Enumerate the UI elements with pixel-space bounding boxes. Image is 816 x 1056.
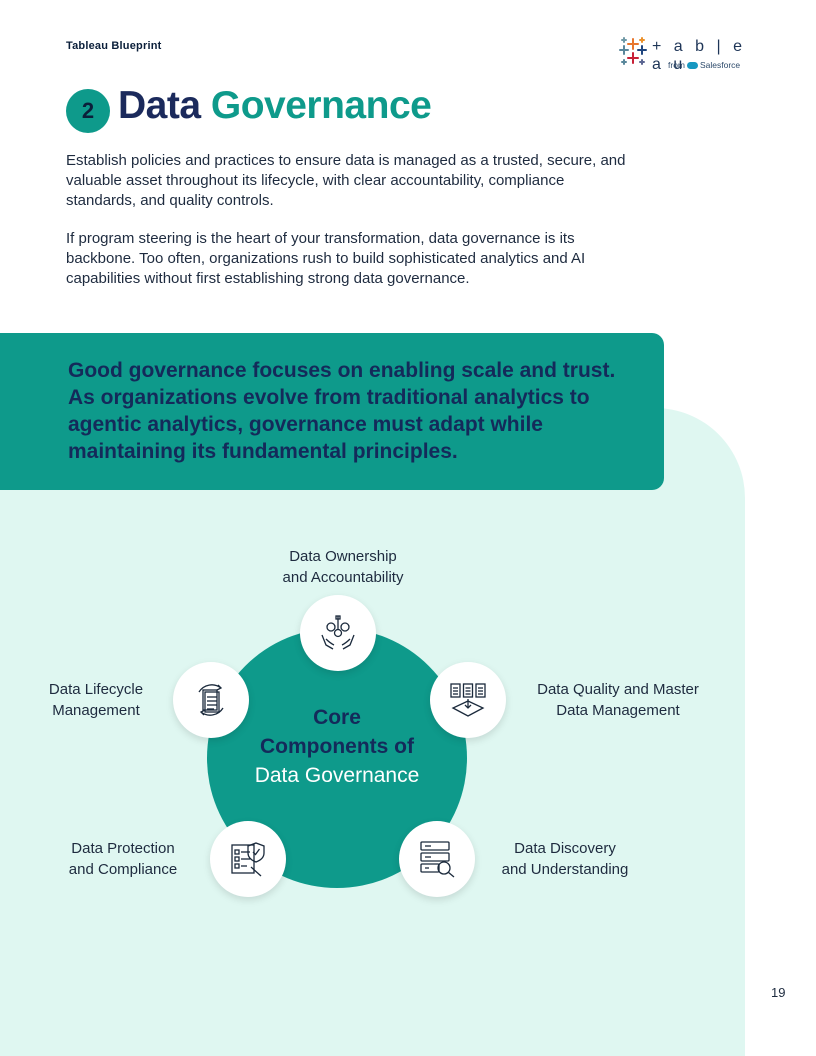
page-title: Data Governance [118, 84, 432, 128]
document-cycle-icon [198, 684, 224, 716]
title-part2: Governance [210, 84, 432, 127]
section-number-badge: 2 [66, 89, 110, 133]
label-data-discovery: Data Discovery and Understanding [480, 838, 650, 880]
logo-partner-text: Salesforce [700, 60, 741, 70]
label-data-ownership-line1: Data Ownership [289, 548, 397, 565]
logo-from: from Salesforce [668, 60, 740, 70]
label-data-lifecycle-line1: Data Lifecycle [48, 681, 144, 698]
label-data-protection-line2: and Compliance [68, 861, 178, 878]
core-title-line1: Core [313, 706, 361, 729]
node-data-quality [430, 662, 506, 738]
callout-banner: Good governance focuses on enabling scal… [0, 333, 664, 490]
salesforce-cloud-icon [687, 62, 698, 69]
title-part1: Data [118, 84, 201, 127]
label-data-lifecycle-line2: Management [52, 702, 140, 719]
server-search-icon [420, 841, 455, 878]
brand-label: Tableau Blueprint [66, 40, 162, 52]
label-data-ownership: Data Ownership and Accountability [243, 546, 443, 588]
node-data-lifecycle [173, 662, 249, 738]
label-data-ownership-line2: and Accountability [282, 569, 404, 586]
callout-text: Good governance focuses on enabling scal… [68, 359, 616, 463]
tableau-cross-icon [619, 37, 647, 65]
checklist-shield-icon [231, 842, 265, 877]
node-data-discovery [399, 821, 475, 897]
core-title-line3: Data Governance [254, 764, 420, 787]
label-data-discovery-line2: and Understanding [501, 861, 629, 878]
label-data-protection: Data Protection and Compliance [48, 838, 198, 880]
intro-paragraph-2: If program steering is the heart of your… [66, 230, 586, 287]
node-data-protection [210, 821, 286, 897]
label-data-quality-line1: Data Quality and Master [537, 681, 699, 698]
logo-wordmark: + a b | e a u [652, 38, 746, 73]
label-data-protection-line1: Data Protection [71, 840, 175, 857]
core-title-line2: Components of [260, 735, 414, 758]
label-data-quality-line2: Data Management [556, 702, 680, 719]
label-data-lifecycle: Data Lifecycle Management [26, 679, 166, 721]
intro-paragraph-1: Establish policies and practices to ensu… [66, 152, 626, 209]
documents-tray-icon [450, 683, 486, 717]
page-number: 19 [771, 985, 786, 1000]
label-data-discovery-line1: Data Discovery [514, 840, 616, 857]
logo-from-text: from [668, 60, 685, 70]
node-data-ownership [300, 595, 376, 671]
tableau-logo: + a b | e a u from Salesforce [618, 36, 748, 76]
label-data-quality: Data Quality and Master Data Management [515, 679, 721, 721]
hands-gears-icon [321, 615, 355, 650]
